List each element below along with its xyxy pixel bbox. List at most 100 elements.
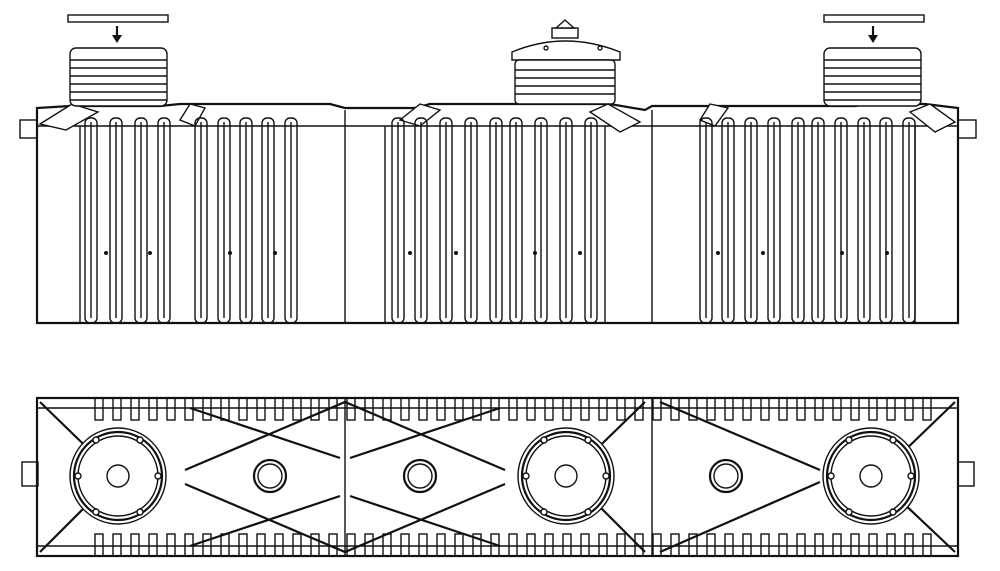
pin-hole <box>840 251 844 255</box>
plan-rib-top <box>868 397 878 421</box>
plan-rib-bottom <box>562 533 572 557</box>
plan-rib-top <box>742 397 752 421</box>
plan-rib-bottom <box>94 533 104 557</box>
plan-rib-bottom <box>256 533 266 557</box>
side-rib <box>157 117 171 324</box>
top-lugs <box>38 103 957 133</box>
side-rib <box>834 117 848 324</box>
plan-rib-top <box>616 397 626 421</box>
plan-rib-top <box>508 397 518 421</box>
plan-rib-bottom <box>418 533 428 557</box>
side-rib <box>134 117 148 324</box>
plan-inspection-ports <box>252 458 744 494</box>
plan-rib-top <box>130 397 140 421</box>
plan-rib-bottom <box>760 533 770 557</box>
plan-rib-bottom <box>526 533 536 557</box>
pin-hole <box>885 251 889 255</box>
plan-rib-bottom <box>382 533 392 557</box>
plan-rib-bottom <box>886 533 896 557</box>
plan-rib-bottom <box>364 533 374 557</box>
plan-rib-bottom <box>292 533 302 557</box>
side-rib <box>217 117 231 324</box>
side-rib <box>391 117 405 324</box>
plan-rib-bottom <box>472 533 482 557</box>
plan-rib-bottom <box>544 533 554 557</box>
plan-rib-bottom <box>922 533 932 557</box>
pin-hole <box>454 251 458 255</box>
plan-rib-top <box>400 397 410 421</box>
plan-rib-top <box>688 397 698 421</box>
plan-rib-bottom <box>724 533 734 557</box>
plan-rib-bottom <box>580 533 590 557</box>
side-rib <box>109 117 123 324</box>
plan-rib-top <box>256 397 266 421</box>
plan-rib-bottom <box>112 533 122 557</box>
side-rib <box>414 117 428 324</box>
inlet-riser <box>69 47 168 107</box>
plan-rib-bottom <box>742 533 752 557</box>
plan-rib-top <box>778 397 788 421</box>
inlet-arrow-icon <box>112 26 122 43</box>
plan-rib-top <box>94 397 104 421</box>
plan-rib-bottom <box>274 533 284 557</box>
plan-rib-top <box>148 397 158 421</box>
plan-rib-bottom <box>130 533 140 557</box>
plan-ribs <box>94 397 932 557</box>
plan-rib-top <box>382 397 392 421</box>
side-rib <box>721 117 735 324</box>
side-ribs <box>84 117 916 324</box>
plan-rib-bottom <box>904 533 914 557</box>
manhole <box>822 427 920 525</box>
side-rib <box>509 117 523 324</box>
side-rib <box>534 117 548 324</box>
plan-rib-top <box>706 397 716 421</box>
plan-rib-bottom <box>868 533 878 557</box>
plan-rib-top <box>292 397 302 421</box>
pin-hole <box>408 251 412 255</box>
plan-rib-top <box>598 397 608 421</box>
plan-rib-top <box>310 397 320 421</box>
side-rib <box>261 117 275 324</box>
side-elevation-view <box>19 14 977 325</box>
plan-rib-top <box>904 397 914 421</box>
plan-rib-bottom <box>598 533 608 557</box>
plan-rib-bottom <box>400 533 410 557</box>
inlet-pipe-stub <box>19 119 38 139</box>
plan-rib-top <box>220 397 230 421</box>
side-rib <box>744 117 758 324</box>
plan-rib-bottom <box>814 533 824 557</box>
plan-rib-bottom <box>688 533 698 557</box>
side-rib <box>811 117 825 324</box>
outlet-label-bar <box>823 14 925 23</box>
plan-rib-bottom <box>652 533 662 557</box>
plan-rib-top <box>922 397 932 421</box>
plan-manholes <box>69 427 920 525</box>
side-rib <box>902 117 916 324</box>
plan-rib-top <box>886 397 896 421</box>
plan-rib-top <box>544 397 554 421</box>
plan-rib-top <box>346 397 356 421</box>
plan-rib-top <box>436 397 446 421</box>
plan-rib-top <box>724 397 734 421</box>
plan-rib-top <box>634 397 644 421</box>
plan-rib-top <box>202 397 212 421</box>
side-rib <box>439 117 453 324</box>
manhole <box>517 427 615 525</box>
plan-rib-top <box>418 397 428 421</box>
plan-outlet-pipe-stub <box>957 461 975 487</box>
pin-hole <box>228 251 232 255</box>
side-rib <box>284 117 298 324</box>
side-rib <box>194 117 208 324</box>
side-rib <box>791 117 805 324</box>
plan-rib-bottom <box>508 533 518 557</box>
plan-rib-top <box>832 397 842 421</box>
plan-rib-bottom <box>202 533 212 557</box>
plan-inlet-pipe-stub <box>21 461 39 487</box>
plan-rib-bottom <box>796 533 806 557</box>
outlet-pipe-stub <box>957 119 977 139</box>
side-rib <box>559 117 573 324</box>
pin-hole <box>148 251 152 255</box>
plan-rib-top <box>238 397 248 421</box>
side-rib <box>489 117 503 324</box>
